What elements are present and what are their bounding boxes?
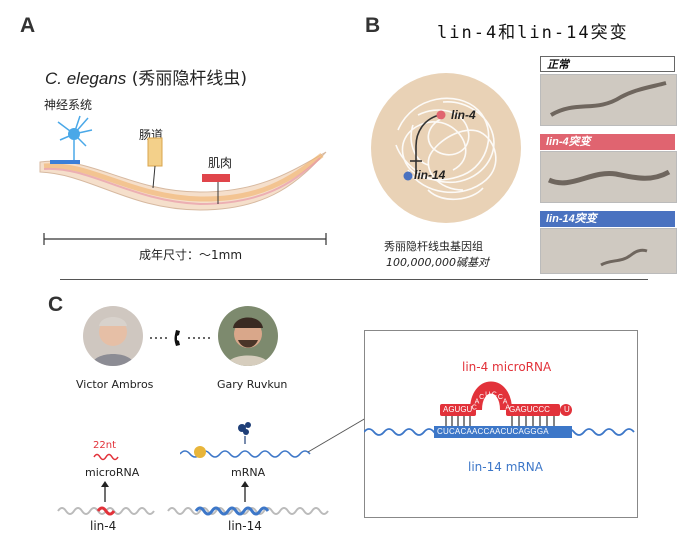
lin14-worm-photo bbox=[540, 228, 677, 274]
genome-label: 秀丽隐杆线虫基因组 bbox=[384, 240, 483, 253]
loop-letter: U bbox=[485, 391, 490, 398]
victor-ambros-name: Victor Ambros bbox=[76, 378, 154, 391]
loop-letter: C bbox=[492, 391, 497, 398]
panel-a-title: C. elegans (秀丽隐杆线虫) bbox=[45, 64, 247, 89]
loop-letter: A bbox=[503, 399, 508, 406]
mrna-translation-illustration bbox=[180, 417, 367, 458]
protein-icon bbox=[238, 422, 251, 435]
zoom-mrna-label: lin-14 mRNA bbox=[468, 460, 543, 474]
lin14-locus bbox=[403, 171, 413, 181]
worm-muscle-band bbox=[43, 157, 321, 206]
normal-bar: 正常 bbox=[540, 56, 675, 72]
mrna-sequence-box bbox=[434, 426, 572, 438]
muscle-label: 肌肉 bbox=[208, 156, 233, 170]
mrna-arrow bbox=[241, 481, 249, 502]
genome-disk bbox=[371, 73, 521, 223]
genome-size: 100,000,000碱基对 bbox=[386, 256, 489, 269]
base-pair-lines bbox=[445, 416, 555, 426]
nerve-label: 神经系统 bbox=[44, 98, 93, 112]
worm-body bbox=[39, 151, 327, 211]
loop-letter: A bbox=[505, 405, 510, 412]
species-chinese: (秀丽隐杆线虫) bbox=[131, 69, 247, 89]
genome-circle bbox=[371, 73, 521, 223]
repression-arrow bbox=[415, 114, 441, 174]
loop-letter: C bbox=[479, 394, 484, 401]
phone-call-icon bbox=[150, 330, 212, 346]
mirna-bulge-loop bbox=[470, 381, 512, 411]
normal-worm-photo bbox=[540, 74, 677, 126]
seq-mrna: CUCACAACCAACUCAGGGA bbox=[437, 427, 549, 436]
muscle-icon bbox=[202, 174, 230, 182]
mirna-end-circle bbox=[560, 404, 572, 416]
gut-icon bbox=[147, 137, 163, 167]
panel-c-letter: C bbox=[48, 293, 64, 316]
seq-left: AGUGU bbox=[443, 405, 473, 414]
mrna-label: mRNA bbox=[231, 466, 266, 479]
gary-ruvkun-photo bbox=[218, 306, 278, 366]
lin4-mutant-bar: lin-4突变 bbox=[540, 134, 675, 150]
lin14-gene-dna bbox=[167, 506, 329, 516]
lin4-label: lin-4 bbox=[451, 108, 476, 122]
neuron-icon bbox=[50, 115, 93, 164]
lin14-mutant-bar: lin-14突变 bbox=[540, 211, 675, 227]
lin14-gene-label: lin-14 bbox=[228, 519, 262, 533]
panel-a-letter: A bbox=[20, 14, 36, 37]
section-divider bbox=[60, 279, 648, 280]
microrna-squiggle bbox=[93, 453, 119, 461]
seq-right: GAGUCCC bbox=[509, 405, 550, 414]
microrna-label: microRNA bbox=[85, 466, 140, 479]
zoom-mirna-title: lin-4 microRNA bbox=[462, 360, 552, 374]
mirna-right-box bbox=[506, 404, 560, 416]
scale-label: 成年尺寸：～1mm bbox=[139, 248, 243, 262]
lin4-worm-photo bbox=[540, 151, 677, 203]
worm-anatomy-illustration bbox=[39, 115, 327, 245]
loop-letter: C bbox=[498, 394, 503, 401]
chromatin-tangle bbox=[395, 97, 497, 201]
microrna-arrow bbox=[101, 481, 109, 502]
lin14-label: lin-14 bbox=[414, 168, 446, 182]
victor-ambros-photo bbox=[83, 306, 143, 366]
loop-letter: A bbox=[475, 399, 480, 406]
species-name: C. elegans bbox=[45, 69, 127, 88]
lin4-gene-dna bbox=[57, 506, 155, 516]
nt-label: 22nt bbox=[93, 440, 116, 451]
panel-b-letter: B bbox=[365, 14, 381, 37]
gary-ruvkun-name: Gary Ruvkun bbox=[217, 378, 288, 391]
binding-zoom-box bbox=[364, 330, 638, 518]
lin4-locus bbox=[436, 110, 446, 120]
worm-gut-band bbox=[43, 153, 324, 202]
loop-letter: C bbox=[472, 405, 477, 412]
seq-end: U bbox=[564, 405, 570, 414]
ribosome-icon bbox=[194, 446, 206, 458]
mirna-left-box bbox=[440, 404, 476, 416]
lin4-gene-label: lin-4 bbox=[90, 519, 117, 533]
panel-b-title: lin-4和lin-14突变 bbox=[437, 23, 629, 43]
